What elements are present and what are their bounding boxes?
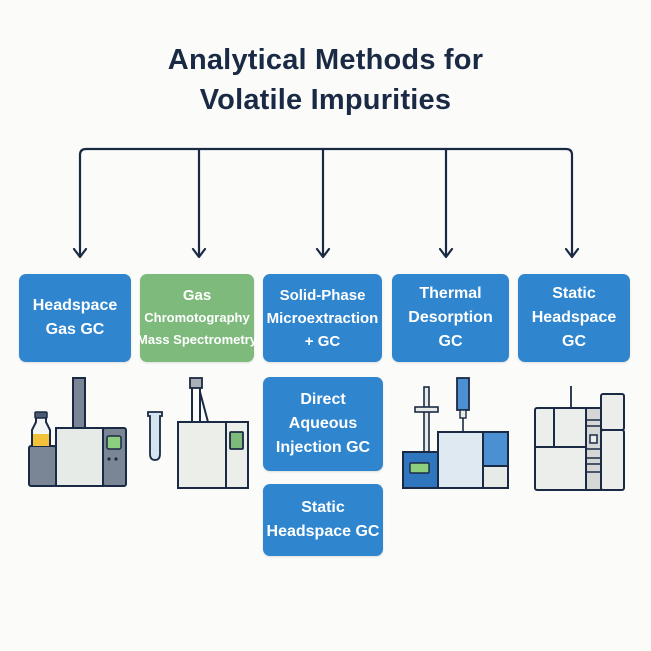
title-line-1: Analytical Methods for [167,44,484,76]
arrow-head-3 [315,247,331,259]
method-label-line: Thermal [419,285,482,302]
method-label-line: Headspace [531,309,617,326]
connector-bus [78,147,574,257]
method-label-line: Microextraction [266,309,379,327]
title-line-2: Volatile Impurities [199,84,452,116]
method-box-headspace-gas-gc[interactable]: Headspace Gas GC [19,274,131,362]
arrow-head-2 [191,247,207,259]
method-label-line: Static [301,499,345,516]
method-label-line: Headspace [32,297,118,314]
method-label-line: Direct [300,391,346,408]
arrow-head-5 [564,247,580,259]
static-headspace-instrument-icon [534,386,625,491]
thermal-desorption-instrument-icon [402,377,509,489]
method-box-static-headspace-gc[interactable]: Static Headspace GC [518,274,630,362]
method-label-line: GC [438,333,463,350]
method-label-line: Aqueous [288,415,358,432]
method-label-line: Gas GC [45,321,105,338]
method-box-spme-gc[interactable]: Solid-Phase Microextraction + GC [263,274,382,362]
method-label-line: Desorption [408,309,493,326]
arrow-head-4 [438,247,454,259]
method-box-static-headspace-gc-secondary[interactable]: Static Headspace GC [263,484,383,556]
method-label-line: Gas [182,287,212,304]
method-label-line: Solid-Phase [279,286,366,304]
gc-ms-instrument-icon [147,377,249,489]
method-label-line: Static [552,285,596,302]
method-box-gc-ms[interactable]: Gas Chromotography Mass Spectrometry [137,274,257,362]
method-label-line: Injection GC [275,439,371,456]
method-label-line: Headspace GC [266,523,380,540]
page-title: Analytical Methods for Volatile Impuriti… [0,40,651,120]
arrow-head-1 [72,247,88,259]
method-box-thermal-desorption-gc[interactable]: Thermal Desorption GC [392,274,509,362]
method-box-direct-aqueous-injection-gc[interactable]: Direct Aqueous Injection GC [263,377,383,471]
method-label-line: Chromotography [144,310,250,325]
headspace-gc-instrument-icon [28,377,127,487]
method-label-line: Mass Spectrometry [137,332,257,347]
method-label-line: + GC [304,332,341,350]
method-label-line: GC [562,333,586,350]
